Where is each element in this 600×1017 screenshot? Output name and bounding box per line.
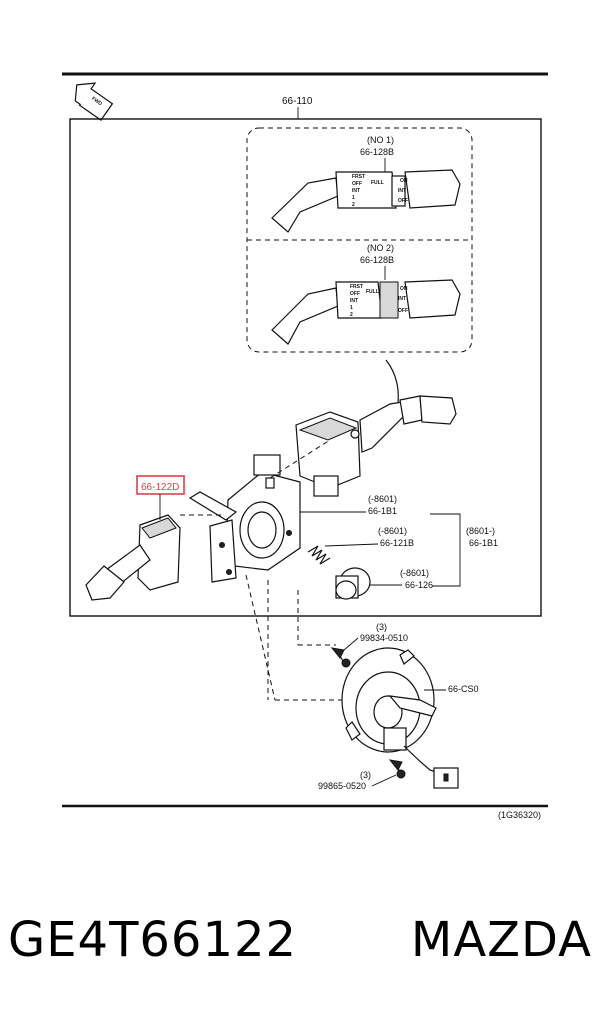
v1-mode-2: OFF	[398, 198, 408, 204]
harness-wire	[403, 745, 437, 773]
callout-a-date: (-8601)	[368, 494, 397, 504]
wiper-switch-assembly	[295, 395, 457, 497]
v1-pos-2: INT	[352, 188, 360, 194]
callout-b-leader	[324, 543, 379, 547]
cap-part	[335, 567, 371, 600]
screw-1-qty: (3)	[376, 622, 387, 632]
screw-2-part: 99865-0520	[318, 781, 366, 791]
wiper-stalk-variant-1	[271, 169, 461, 233]
clockspring-part: 66-CS0	[448, 684, 479, 694]
callout-c-bracket	[430, 513, 461, 587]
connector-icon	[433, 767, 459, 789]
callout-b-part: 66-121B	[380, 538, 414, 548]
callout-c-part: 66-1B1	[469, 538, 498, 548]
screw-1-part: 99834-0510	[360, 633, 408, 643]
v1-mode-1: INT	[398, 188, 406, 194]
clock-spring	[341, 647, 437, 753]
highlight-box	[136, 475, 185, 495]
assembly-code: 66-110	[282, 96, 313, 107]
guide-line-3	[245, 574, 276, 701]
screw-2-leader	[371, 774, 397, 787]
guide-line-1	[269, 439, 331, 479]
wiper-stalk-variant-2	[271, 279, 461, 345]
v1-pos-0: FRST	[352, 174, 365, 180]
spring-part	[307, 545, 331, 565]
v2-pos-1: OFF	[350, 291, 360, 297]
v2-pos-3: 1	[350, 305, 353, 311]
v2-mode-2: OFF	[398, 308, 408, 314]
fwd-arrow-icon: FWD	[74, 82, 114, 121]
brand-name: MAZDA	[410, 912, 592, 968]
screw-2-icon	[388, 759, 406, 779]
v1-pos-3: 1	[352, 195, 355, 201]
highlighted-part-label: 66-122D	[141, 482, 179, 493]
v1-mode-0: ON	[400, 178, 408, 184]
switch-body	[188, 454, 301, 583]
v2-mode-0: ON	[400, 286, 408, 292]
figure-ref: (1G36320)	[498, 810, 541, 820]
v1-pos-4: 2	[352, 202, 355, 208]
callout-d-date: (-8601)	[400, 568, 429, 578]
part-number: GE4T66122	[8, 912, 298, 968]
screw-1-icon	[330, 647, 351, 668]
screw-2-qty: (3)	[360, 770, 371, 780]
v1-pos-extra: FULL	[371, 180, 384, 186]
v2-pos-extra: FULL	[366, 289, 379, 295]
screw-1-leader	[343, 637, 359, 651]
inset-pointer	[385, 359, 399, 403]
v2-mode-1: INT	[398, 296, 406, 302]
variant-2-label: (NO 2)	[367, 243, 394, 253]
variant-1-part: 66-128B	[360, 147, 394, 157]
v1-pos-1: OFF	[352, 181, 362, 187]
callout-b-date: (-8601)	[378, 526, 407, 536]
v2-pos-0: FRST	[350, 284, 363, 290]
callout-c-date: (8601-)	[466, 526, 495, 536]
variant-1-label: (NO 1)	[367, 135, 394, 145]
v2-pos-2: INT	[350, 298, 358, 304]
fwd-label: FWD	[90, 96, 103, 108]
callout-d-part: 66-126	[405, 580, 433, 590]
callout-a-part: 66-1B1	[368, 506, 397, 516]
assembly-frame	[69, 118, 542, 617]
footer-caption: GE4T66122 MAZDA	[8, 900, 592, 980]
light-switch-assembly	[85, 514, 181, 601]
v2-pos-4: 2	[350, 312, 353, 318]
variant-2-part: 66-128B	[360, 255, 394, 265]
